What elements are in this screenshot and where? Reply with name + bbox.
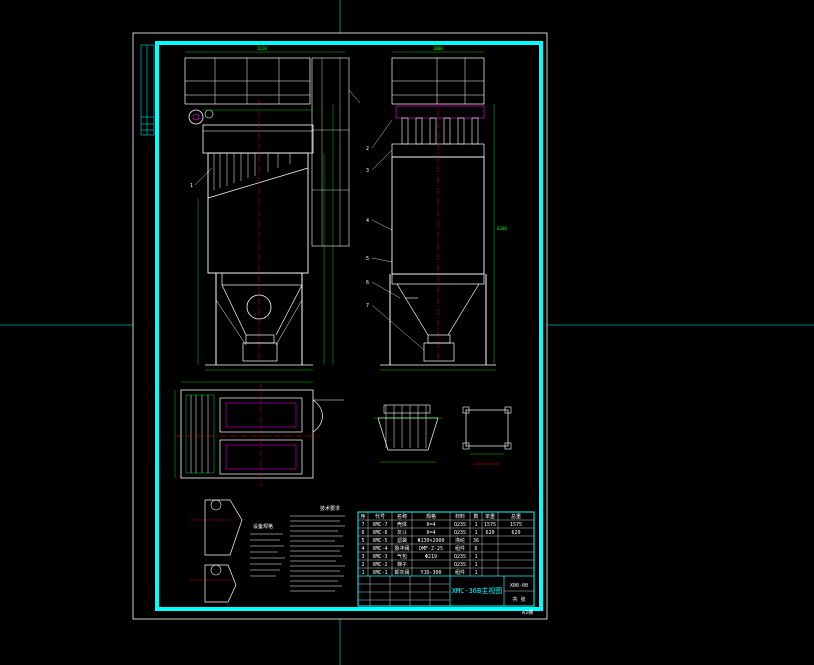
- bom-cell: DMF-Z-25: [419, 546, 443, 552]
- bom-cell: 1: [361, 570, 364, 576]
- dim-overall-height: 6260: [497, 226, 507, 231]
- bom-cell: 脉冲阀: [394, 545, 409, 552]
- title-block-code: X00-00: [510, 583, 528, 589]
- front-view: 1220 1: [184, 46, 361, 371]
- bom-cell: 4: [361, 546, 364, 552]
- bom-cell: Q235: [454, 522, 466, 528]
- bom-cell: 组件: [455, 545, 465, 552]
- balloon-7: 7: [366, 303, 369, 309]
- bom-header-cell: 单重: [485, 513, 495, 520]
- bom-cell: 6: [474, 546, 477, 552]
- bom-cell: 气包: [397, 553, 407, 560]
- corner-note: A3横: [522, 609, 533, 616]
- balloon-6: 6: [366, 280, 369, 286]
- bom-cell: 灰斗: [397, 529, 407, 536]
- bom-cell: 1: [474, 530, 477, 536]
- title-block-sheet: 共 张: [512, 596, 525, 603]
- bom-cell: XMC-2: [372, 562, 387, 568]
- balloon-3: 3: [366, 168, 369, 174]
- balloon-4: 4: [366, 218, 369, 224]
- bom-cell: 1575: [510, 522, 522, 528]
- dim-side-width: 1000: [433, 46, 443, 51]
- bom-header-cell: 规格: [426, 513, 436, 520]
- bom-cell: 梯子: [397, 561, 407, 568]
- foundation-plan: [462, 406, 512, 465]
- binding-strip: [140, 44, 155, 136]
- bom-cell: 7: [361, 522, 364, 528]
- bom-cell: 620: [485, 530, 494, 536]
- bom-cell: 1575: [484, 522, 496, 528]
- bom-cell: XMC-5: [372, 538, 387, 544]
- bom-cell: 涤纶: [455, 537, 465, 544]
- bom-cell: 1: [474, 554, 477, 560]
- bom-cell: 620: [511, 530, 520, 536]
- bom-cell: XMC-1: [372, 570, 387, 576]
- tech-req-title-1: 技术要求: [320, 505, 340, 512]
- bom-header-cell: 材料: [455, 513, 465, 520]
- bom-cell: 2: [361, 562, 364, 568]
- technical-notes: 设备规格 技术要求: [250, 505, 345, 592]
- bom-cell: 1: [474, 570, 477, 576]
- balloon-1: 1: [190, 183, 193, 189]
- bom-cell: XMC-4: [372, 546, 387, 552]
- bom-header-cell: 代号: [375, 513, 385, 520]
- bom-cell: 1: [474, 562, 477, 568]
- balloon-5: 5: [366, 256, 369, 262]
- bom-header-cell: 序: [360, 513, 365, 520]
- bom-cell: Φ130×2000: [417, 538, 444, 544]
- plan-view: [174, 381, 344, 486]
- bom-cell: 3: [361, 554, 364, 560]
- bom-cell: 组件: [455, 569, 465, 576]
- bom-cell: 壳体: [397, 521, 407, 528]
- balloon-2: 2: [366, 146, 369, 152]
- bom-cell: 5: [361, 538, 364, 544]
- bom-cell: Φ219: [425, 554, 437, 560]
- bom-cell: 6: [361, 530, 364, 536]
- section-view: [374, 404, 442, 463]
- bom-cell: δ=4: [426, 530, 435, 536]
- bom-cell: Q235: [454, 554, 466, 560]
- bom-cell: Q235: [454, 562, 466, 568]
- bom-cell: XMC-7: [372, 522, 387, 528]
- bom-header-cell: 名称: [397, 513, 407, 520]
- bom-cell: δ=4: [426, 522, 435, 528]
- bom-cell: YJD-300: [420, 570, 441, 576]
- bom-header-cell: 数: [473, 513, 478, 520]
- bom-cell: XMC-6: [372, 530, 387, 536]
- title-block-name: XMC-36B主视图: [452, 586, 503, 595]
- bom-cell: Q235: [454, 530, 466, 536]
- tech-req-title-2: 设备规格: [253, 523, 273, 530]
- detail-views: [190, 499, 243, 603]
- drawing-frame: [155, 41, 543, 611]
- dim-overall-width: 1220: [257, 46, 267, 51]
- bom-cell: 36: [473, 538, 479, 544]
- bom-cell: 1: [474, 522, 477, 528]
- bom-header-cell: 总重: [511, 513, 521, 520]
- side-view: 1000 6260 2 3 4 5 6 7: [366, 46, 507, 371]
- bom-cell: 滤袋: [397, 537, 407, 544]
- bom-cell: XMC-3: [372, 554, 387, 560]
- bom-cell: 卸灰阀: [394, 569, 409, 576]
